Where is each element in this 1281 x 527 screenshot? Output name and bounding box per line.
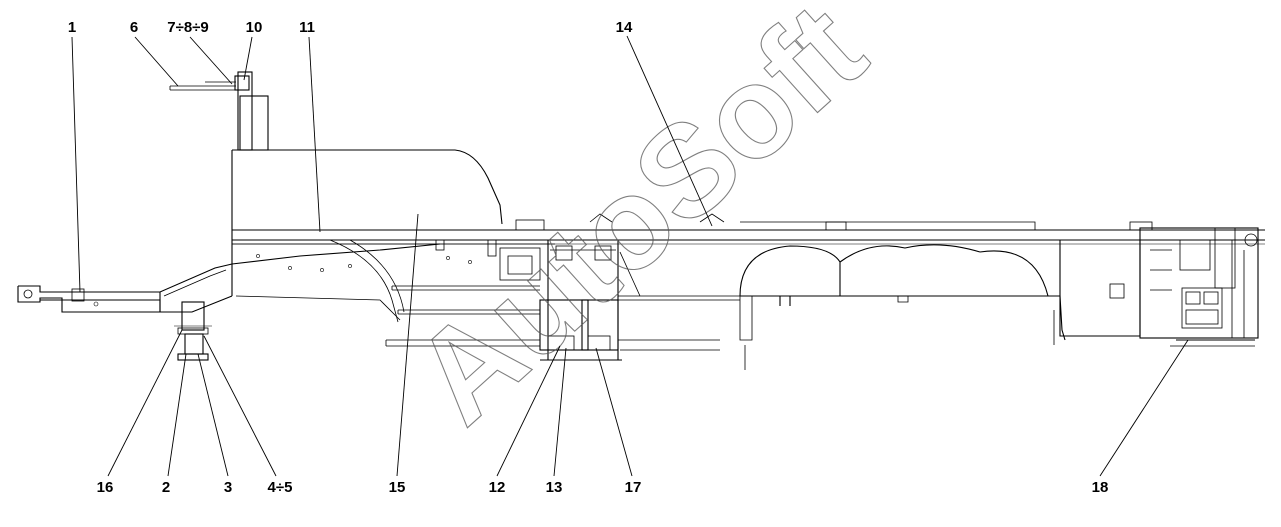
callout-12: 12 — [489, 479, 506, 496]
callout-3: 3 — [224, 479, 232, 496]
callout-14: 14 — [616, 19, 633, 36]
neck-structure — [169, 71, 1265, 323]
callout-17: 17 — [625, 479, 642, 496]
main-frame — [232, 213, 1265, 370]
callout-13: 13 — [546, 479, 563, 496]
callout-4-5: 4÷5 — [268, 479, 293, 496]
support-leg — [174, 301, 212, 361]
callout-18: 18 — [1092, 479, 1109, 496]
callout-10: 10 — [246, 19, 263, 36]
callout-labels: 1 6 7÷8÷9 10 11 14 16 2 3 4÷5 15 12 13 1… — [68, 19, 1109, 496]
callout-6: 6 — [130, 19, 138, 36]
callout-15: 15 — [389, 479, 406, 496]
callout-2: 2 — [162, 479, 170, 496]
callout-16: 16 — [97, 479, 114, 496]
leader-lines — [71, 35, 1189, 477]
callout-7-8-9: 7÷8÷9 — [167, 19, 209, 36]
watermark: AutoSoft — [386, 0, 891, 451]
callout-11: 11 — [299, 19, 315, 36]
drawbar — [17, 263, 233, 313]
callout-1: 1 — [68, 19, 76, 36]
